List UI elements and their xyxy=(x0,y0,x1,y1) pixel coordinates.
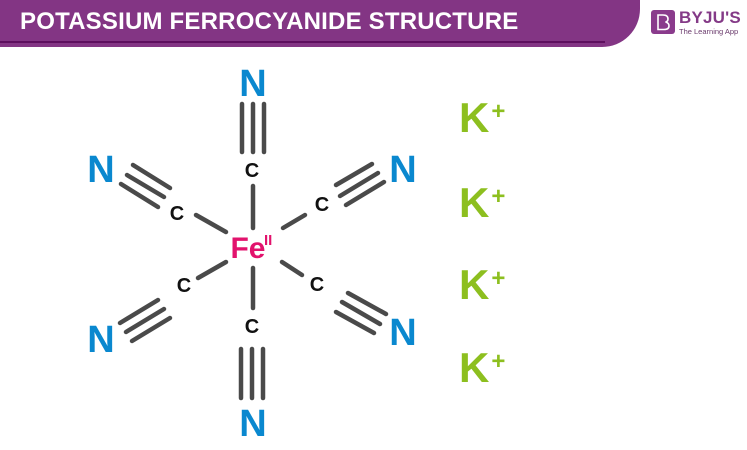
potassium-ion-1: K+ xyxy=(459,97,505,139)
page-title: POTASSIUM FERROCYANIDE STRUCTURE xyxy=(20,8,519,35)
top-triple-bond xyxy=(239,101,267,155)
iron-oxidation-state: II xyxy=(264,232,272,249)
ion-charge: + xyxy=(491,98,506,125)
potassium-ion-3: K+ xyxy=(459,264,505,306)
lower-left-triple-bond xyxy=(117,297,173,344)
ion-charge: + xyxy=(491,183,506,210)
carbon-lower-left: C xyxy=(177,275,191,297)
nitrogen-lower-right: N xyxy=(389,312,416,354)
nitrogen-top: N xyxy=(239,63,266,105)
ion-symbol: K xyxy=(459,94,490,141)
logo-brand: BYJU'S xyxy=(679,8,741,27)
nitrogen-bottom: N xyxy=(239,403,266,445)
carbon-bottom: C xyxy=(245,316,259,338)
nitrogen-lower-left: N xyxy=(87,319,114,361)
potassium-ion-4: K+ xyxy=(459,347,505,389)
ion-symbol: K xyxy=(459,261,490,308)
byjus-logo: BYJU'S The Learning App xyxy=(651,8,741,39)
iron-center: Fe xyxy=(230,232,265,265)
ion-charge: + xyxy=(491,348,506,375)
ion-symbol: K xyxy=(459,344,490,391)
upper-left-triple-bond xyxy=(118,162,173,210)
carbon-upper-left: C xyxy=(170,203,184,225)
carbon-top: C xyxy=(245,160,259,182)
carbon-lower-right: C xyxy=(310,274,324,296)
upper-right-triple-bond xyxy=(333,161,387,208)
potassium-ion-2: K+ xyxy=(459,182,505,224)
title-banner: POTASSIUM FERROCYANIDE STRUCTURE xyxy=(0,0,640,47)
banner-divider xyxy=(0,41,605,43)
fe-c-bonds xyxy=(193,183,308,311)
bottom-triple-bond xyxy=(238,346,266,401)
carbon-upper-right: C xyxy=(315,194,329,216)
nitrogen-upper-left: N xyxy=(87,149,114,191)
ion-charge: + xyxy=(491,265,506,292)
nitrogen-upper-right: N xyxy=(389,149,416,191)
logo-tagline: The Learning App xyxy=(679,27,739,36)
ion-symbol: K xyxy=(459,179,490,226)
lower-right-triple-bond xyxy=(333,290,389,336)
byjus-b-icon xyxy=(651,10,675,34)
